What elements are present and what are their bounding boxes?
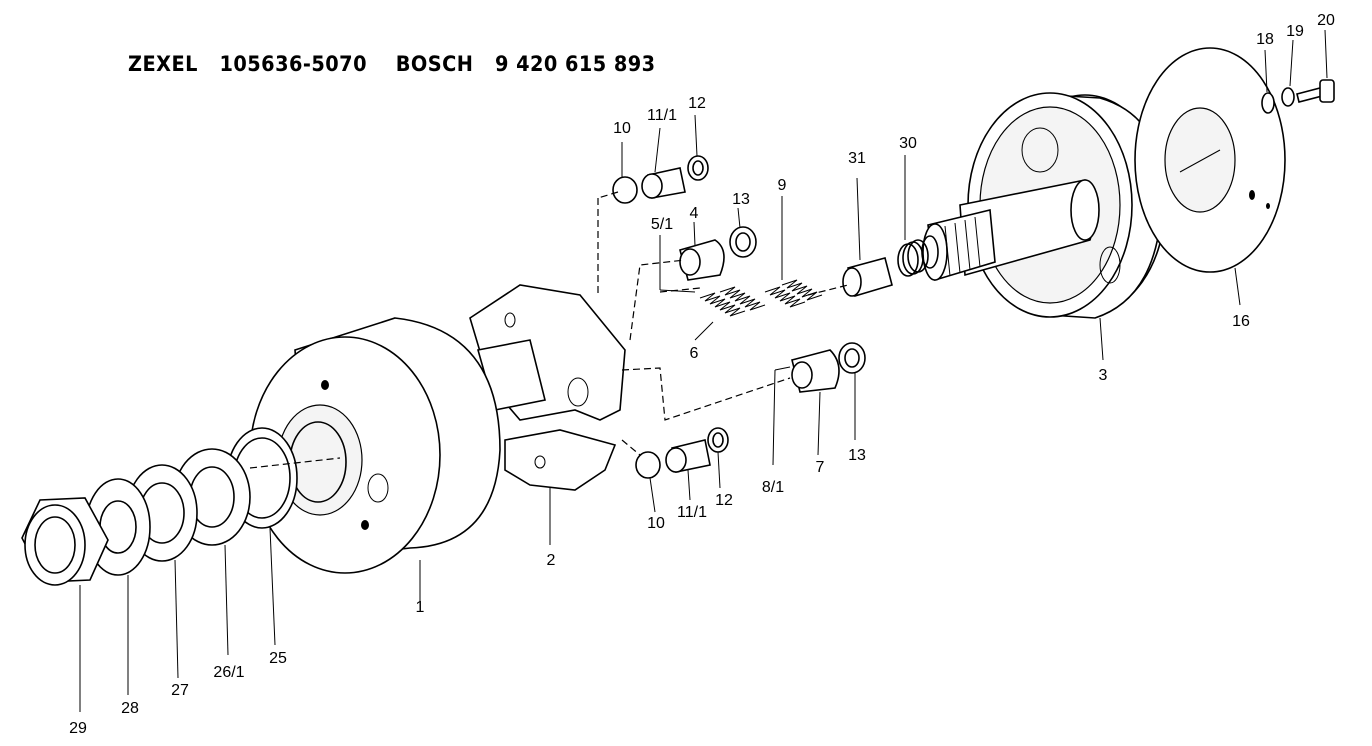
label-8-1: 8/1 — [762, 479, 784, 496]
label-3: 3 — [1099, 367, 1108, 384]
label-11-1-top: 11/1 — [647, 107, 677, 124]
parts-18-19-20-bolt — [1261, 79, 1335, 114]
part-31-nut — [842, 257, 893, 298]
part-30-spring — [897, 239, 929, 277]
label-26-1: 26/1 — [213, 664, 244, 681]
part-29-nut — [21, 497, 109, 586]
parts-10-11-12-upper — [612, 155, 709, 204]
label-28: 28 — [121, 700, 139, 717]
label-18: 18 — [1256, 31, 1274, 48]
leader-lines — [79, 29, 1328, 712]
part-7-flyweight — [791, 349, 840, 393]
label-10-bottom: 10 — [647, 515, 665, 532]
part-9-springs — [764, 279, 823, 308]
label-11-1-bottom: 11/1 — [677, 504, 707, 521]
label-13-top: 13 — [732, 191, 750, 208]
label-27: 27 — [171, 682, 189, 699]
part-3-shaft — [921, 179, 1100, 282]
parts-10-11-12-lower — [635, 427, 729, 479]
label-12-bottom: 12 — [715, 492, 733, 509]
part-2-flyweight-holder — [469, 284, 626, 491]
part-labels: 10 11/1 12 13 4 5/1 6 9 31 30 3 16 18 19… — [69, 12, 1335, 737]
label-30: 30 — [899, 135, 917, 152]
label-1: 1 — [416, 599, 425, 616]
part-6-springs — [699, 286, 766, 317]
label-10-top: 10 — [613, 120, 631, 137]
label-25: 25 — [269, 650, 287, 667]
label-6: 6 — [690, 345, 699, 362]
label-29: 29 — [69, 720, 87, 737]
label-19: 19 — [1286, 23, 1304, 40]
label-9: 9 — [778, 177, 787, 194]
part-13-bushing-upper — [729, 226, 757, 258]
label-5-1: 5/1 — [651, 216, 673, 233]
label-31: 31 — [848, 150, 866, 167]
label-16: 16 — [1232, 313, 1250, 330]
part-13-bushing-lower — [838, 342, 866, 374]
part-16-disc — [1134, 47, 1286, 273]
diagram-title: ZEXEL 105636-5070 BOSCH 9 420 615 893 — [128, 52, 656, 76]
part-4-flyweight — [679, 239, 725, 281]
label-13-bottom: 13 — [848, 447, 866, 464]
assembly-centerlines — [249, 191, 849, 469]
label-7: 7 — [816, 459, 825, 476]
label-2: 2 — [547, 552, 556, 569]
part-1-drum — [249, 317, 501, 574]
label-12-top: 12 — [688, 95, 706, 112]
label-20: 20 — [1317, 12, 1335, 29]
label-4: 4 — [690, 205, 699, 222]
